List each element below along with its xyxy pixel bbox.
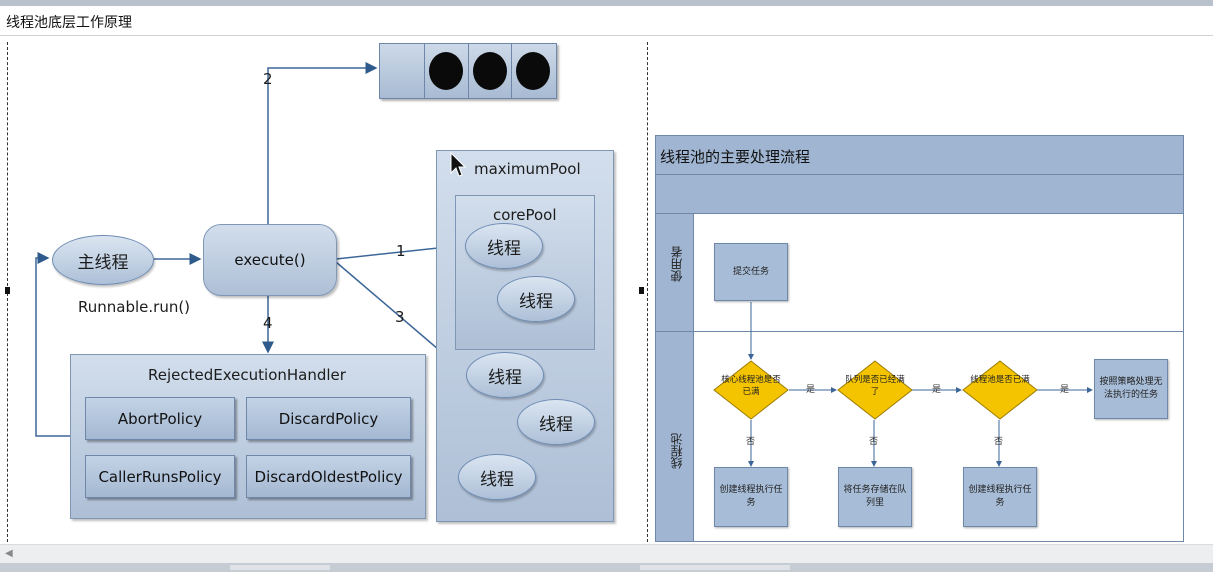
- edge-label-1: 1: [396, 242, 406, 260]
- flow-panel-header: 线程池的主要处理流程: [656, 136, 1183, 175]
- create-thread-label-1: 创建线程执行任务: [719, 485, 783, 508]
- lane-label-column: [656, 214, 694, 541]
- decision-diamond-shape: [962, 360, 1038, 420]
- title-divider: [0, 35, 1213, 36]
- decision-core-full: 核心线程池是否已满: [713, 360, 789, 420]
- yes-label: 是: [806, 385, 816, 395]
- policy-label: AbortPolicy: [117, 409, 203, 428]
- thread-label: 线程: [539, 414, 573, 435]
- execute-node: execute(): [203, 224, 337, 296]
- runnable-run-caption: Runnable.run(): [78, 298, 191, 316]
- main-thread-node: 主线程: [52, 235, 154, 285]
- right-frame-border: [647, 42, 648, 542]
- decision-pool-label: 线程池是否已满: [970, 375, 1030, 385]
- window-bottom-bar: [0, 563, 1213, 572]
- right-resize-handle[interactable]: [639, 287, 644, 294]
- main-thread-label: 主线程: [77, 252, 129, 273]
- decision-queue-full: 队列是否已经满了: [837, 360, 913, 420]
- thread-label: 线程: [480, 469, 514, 490]
- core-thread-1: 线程: [465, 223, 543, 269]
- edge-label-2: 2: [263, 70, 273, 88]
- submit-task-box: 提交任务: [714, 243, 788, 301]
- create-thread-box-1: 创建线程执行任务: [714, 467, 788, 527]
- scroll-left-arrow-icon[interactable]: ◀: [5, 548, 13, 559]
- no-label: 否: [994, 437, 1004, 447]
- decision-diamond-shape: [713, 360, 789, 420]
- discard-oldest-policy: DiscardOldestPolicy: [246, 455, 411, 498]
- mouse-cursor-icon: [450, 152, 466, 177]
- queued-task: [473, 52, 507, 90]
- window-top-bar: [0, 0, 1213, 6]
- lane-divider: [656, 331, 1183, 332]
- policy-label: CallerRunsPolicy: [98, 467, 222, 486]
- status-segment: [640, 565, 790, 570]
- no-label: 否: [869, 437, 879, 447]
- decision-diamond-shape: [837, 360, 913, 420]
- queued-task: [429, 52, 463, 90]
- max-thread-3: 线程: [458, 454, 536, 500]
- no-label: 否: [746, 437, 756, 447]
- left-resize-handle[interactable]: [5, 287, 10, 294]
- thread-label: 线程: [487, 238, 521, 259]
- queue-slot-divider: [468, 44, 469, 98]
- flow-panel-subheader: [656, 175, 1183, 214]
- reject-action-box: 按照策略处理无法执行的任务: [1094, 359, 1168, 419]
- queued-task: [516, 52, 550, 90]
- core-pool: [455, 195, 595, 350]
- page-title: 线程池底层工作原理: [6, 15, 132, 31]
- flow-panel-title: 线程池的主要处理流程: [660, 148, 811, 166]
- max-thread-1: 线程: [466, 352, 544, 398]
- core-thread-2: 线程: [497, 276, 575, 322]
- decision-pool-full: 线程池是否已满: [962, 360, 1038, 420]
- edge-label-4: 4: [263, 314, 273, 332]
- create-thread-box-2: 创建线程执行任务: [963, 467, 1037, 527]
- yes-label: 是: [1060, 385, 1070, 395]
- execute-label: execute(): [234, 251, 306, 269]
- reject-action-label: 按照策略处理无法执行的任务: [1099, 377, 1163, 400]
- policy-label: DiscardOldestPolicy: [254, 467, 403, 486]
- abort-policy: AbortPolicy: [85, 397, 235, 440]
- status-segment: [230, 565, 330, 570]
- create-thread-label-2: 创建线程执行任务: [968, 485, 1032, 508]
- discard-policy: DiscardPolicy: [246, 397, 411, 440]
- max-thread-2: 线程: [517, 399, 595, 445]
- caller-runs-policy: CallerRunsPolicy: [85, 455, 235, 498]
- flow-panel: 线程池的主要处理流程 使用者 线程池 提交任务 核心线程池是否已满 队列是否已经…: [655, 135, 1184, 542]
- decision-core-label: 核心线程池是否已满: [721, 375, 781, 397]
- store-queue-box: 将任务存储在队列里: [838, 467, 912, 527]
- queue-slot-divider: [511, 44, 512, 98]
- edge-label-3: 3: [395, 308, 405, 326]
- store-queue-label: 将任务存储在队列里: [843, 485, 907, 508]
- thread-label: 线程: [519, 291, 553, 312]
- maximum-pool-label: maximumPool: [474, 160, 581, 178]
- core-pool-label: corePool: [493, 206, 557, 224]
- flow-connectors: [748, 302, 1093, 467]
- horizontal-scrollbar[interactable]: ◀: [0, 544, 1213, 563]
- rejected-handler-label: RejectedExecutionHandler: [148, 366, 346, 384]
- yes-label: 是: [932, 385, 942, 395]
- task-queue: [379, 43, 557, 99]
- queue-slot-divider: [424, 44, 425, 98]
- submit-task-label: 提交任务: [732, 266, 769, 277]
- policy-label: DiscardPolicy: [278, 409, 379, 428]
- thread-label: 线程: [488, 367, 522, 388]
- decision-queue-label: 队列是否已经满了: [845, 375, 905, 397]
